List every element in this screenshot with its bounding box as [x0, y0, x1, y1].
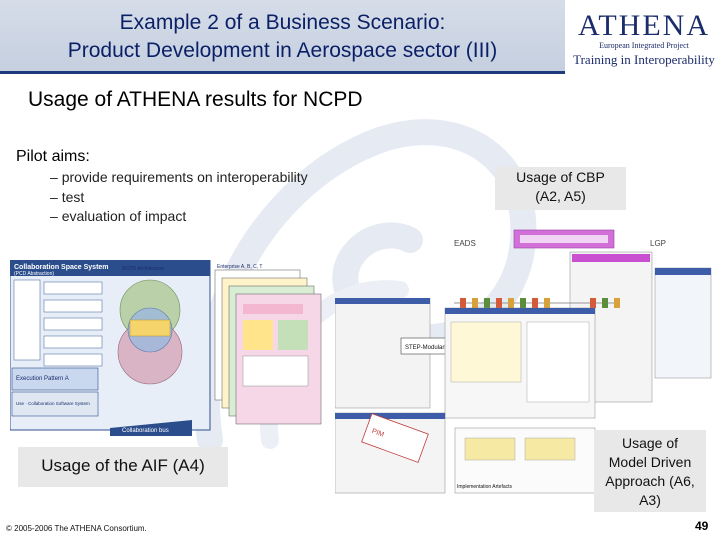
page-number: 49 [695, 519, 709, 533]
slide-title: Example 2 of a Business Scenario: Produc… [0, 9, 565, 65]
mda-callout-line-1: Usage of [621, 435, 679, 451]
aim-item: test [50, 188, 308, 208]
cbp-callout: Usage of CBP (A2, A5) [495, 167, 626, 210]
cbp-process-chain [454, 298, 620, 308]
mda-box-pim: PIM [371, 428, 385, 439]
aim-item: provide requirements on interoperability [50, 168, 308, 188]
title-line-1: Example 2 of a Business Scenario: [119, 11, 446, 34]
aif-bus-label: Collaboration bus [122, 428, 169, 434]
athena-logo: ATHENA European Integrated Project Train… [572, 10, 716, 68]
title-line-2: Product Development in Aerospace sector … [67, 39, 498, 62]
logo-tagline: Training in Interoperability [573, 52, 715, 67]
aim-item: evaluation of impact [50, 207, 308, 227]
mda-callout-line-2: Model Driven [608, 454, 692, 470]
slide-header: Example 2 of a Business Scenario: Produc… [0, 0, 720, 74]
cbp-callout-line-1: Usage of CBP [516, 169, 605, 185]
aif-title: Collaboration Space System [14, 264, 109, 271]
slide-subtitle: Usage of ATHENA results for NCPD [28, 88, 363, 111]
mda-callout: Usage of Model Driven Approach (A6, A3) [594, 430, 706, 512]
mda-callout-line-4: A3) [639, 492, 661, 508]
aif-pattern-label: Execution Pattern A [16, 376, 69, 382]
mda-diagram: STEP-Modularity PIM Implementation Artef… [335, 298, 596, 494]
logo-subtitle: European Integrated Project [599, 41, 689, 50]
aims-list: provide requirements on interoperability… [50, 168, 308, 227]
aif-stack-label: Enterprise A, B, C, T [217, 264, 262, 270]
aif-subtitle: (PCD Abstraction) [14, 271, 54, 277]
title-band: Example 2 of a Business Scenario: Produc… [0, 0, 565, 74]
aif-diagram: Collaboration Space System (PCD Abstract… [10, 260, 322, 436]
aif-enterprise-stack: Enterprise A, B, C, T [214, 264, 322, 425]
copyright-footer: © 2005-2006 The ATHENA Consortium. [6, 524, 147, 533]
logo-word: ATHENA [578, 9, 710, 42]
aif-hub-label: NCPD Architecture [122, 266, 164, 272]
aif-system-label: Use · Collaboration Software System [16, 401, 90, 406]
aif-callout: Usage of the AIF (A4) [18, 447, 228, 487]
mda-box-impl: Implementation Artefacts [457, 484, 513, 490]
aims-heading: Pilot aims: [16, 148, 90, 165]
mda-callout-line-3: Approach (A6, [605, 473, 695, 489]
mda-box-step: STEP-Modularity [405, 345, 450, 351]
cbp-left-label: EADS [454, 239, 476, 248]
cbp-callout-line-2: (A2, A5) [535, 188, 586, 204]
cbp-right-label: LGP [650, 239, 666, 248]
